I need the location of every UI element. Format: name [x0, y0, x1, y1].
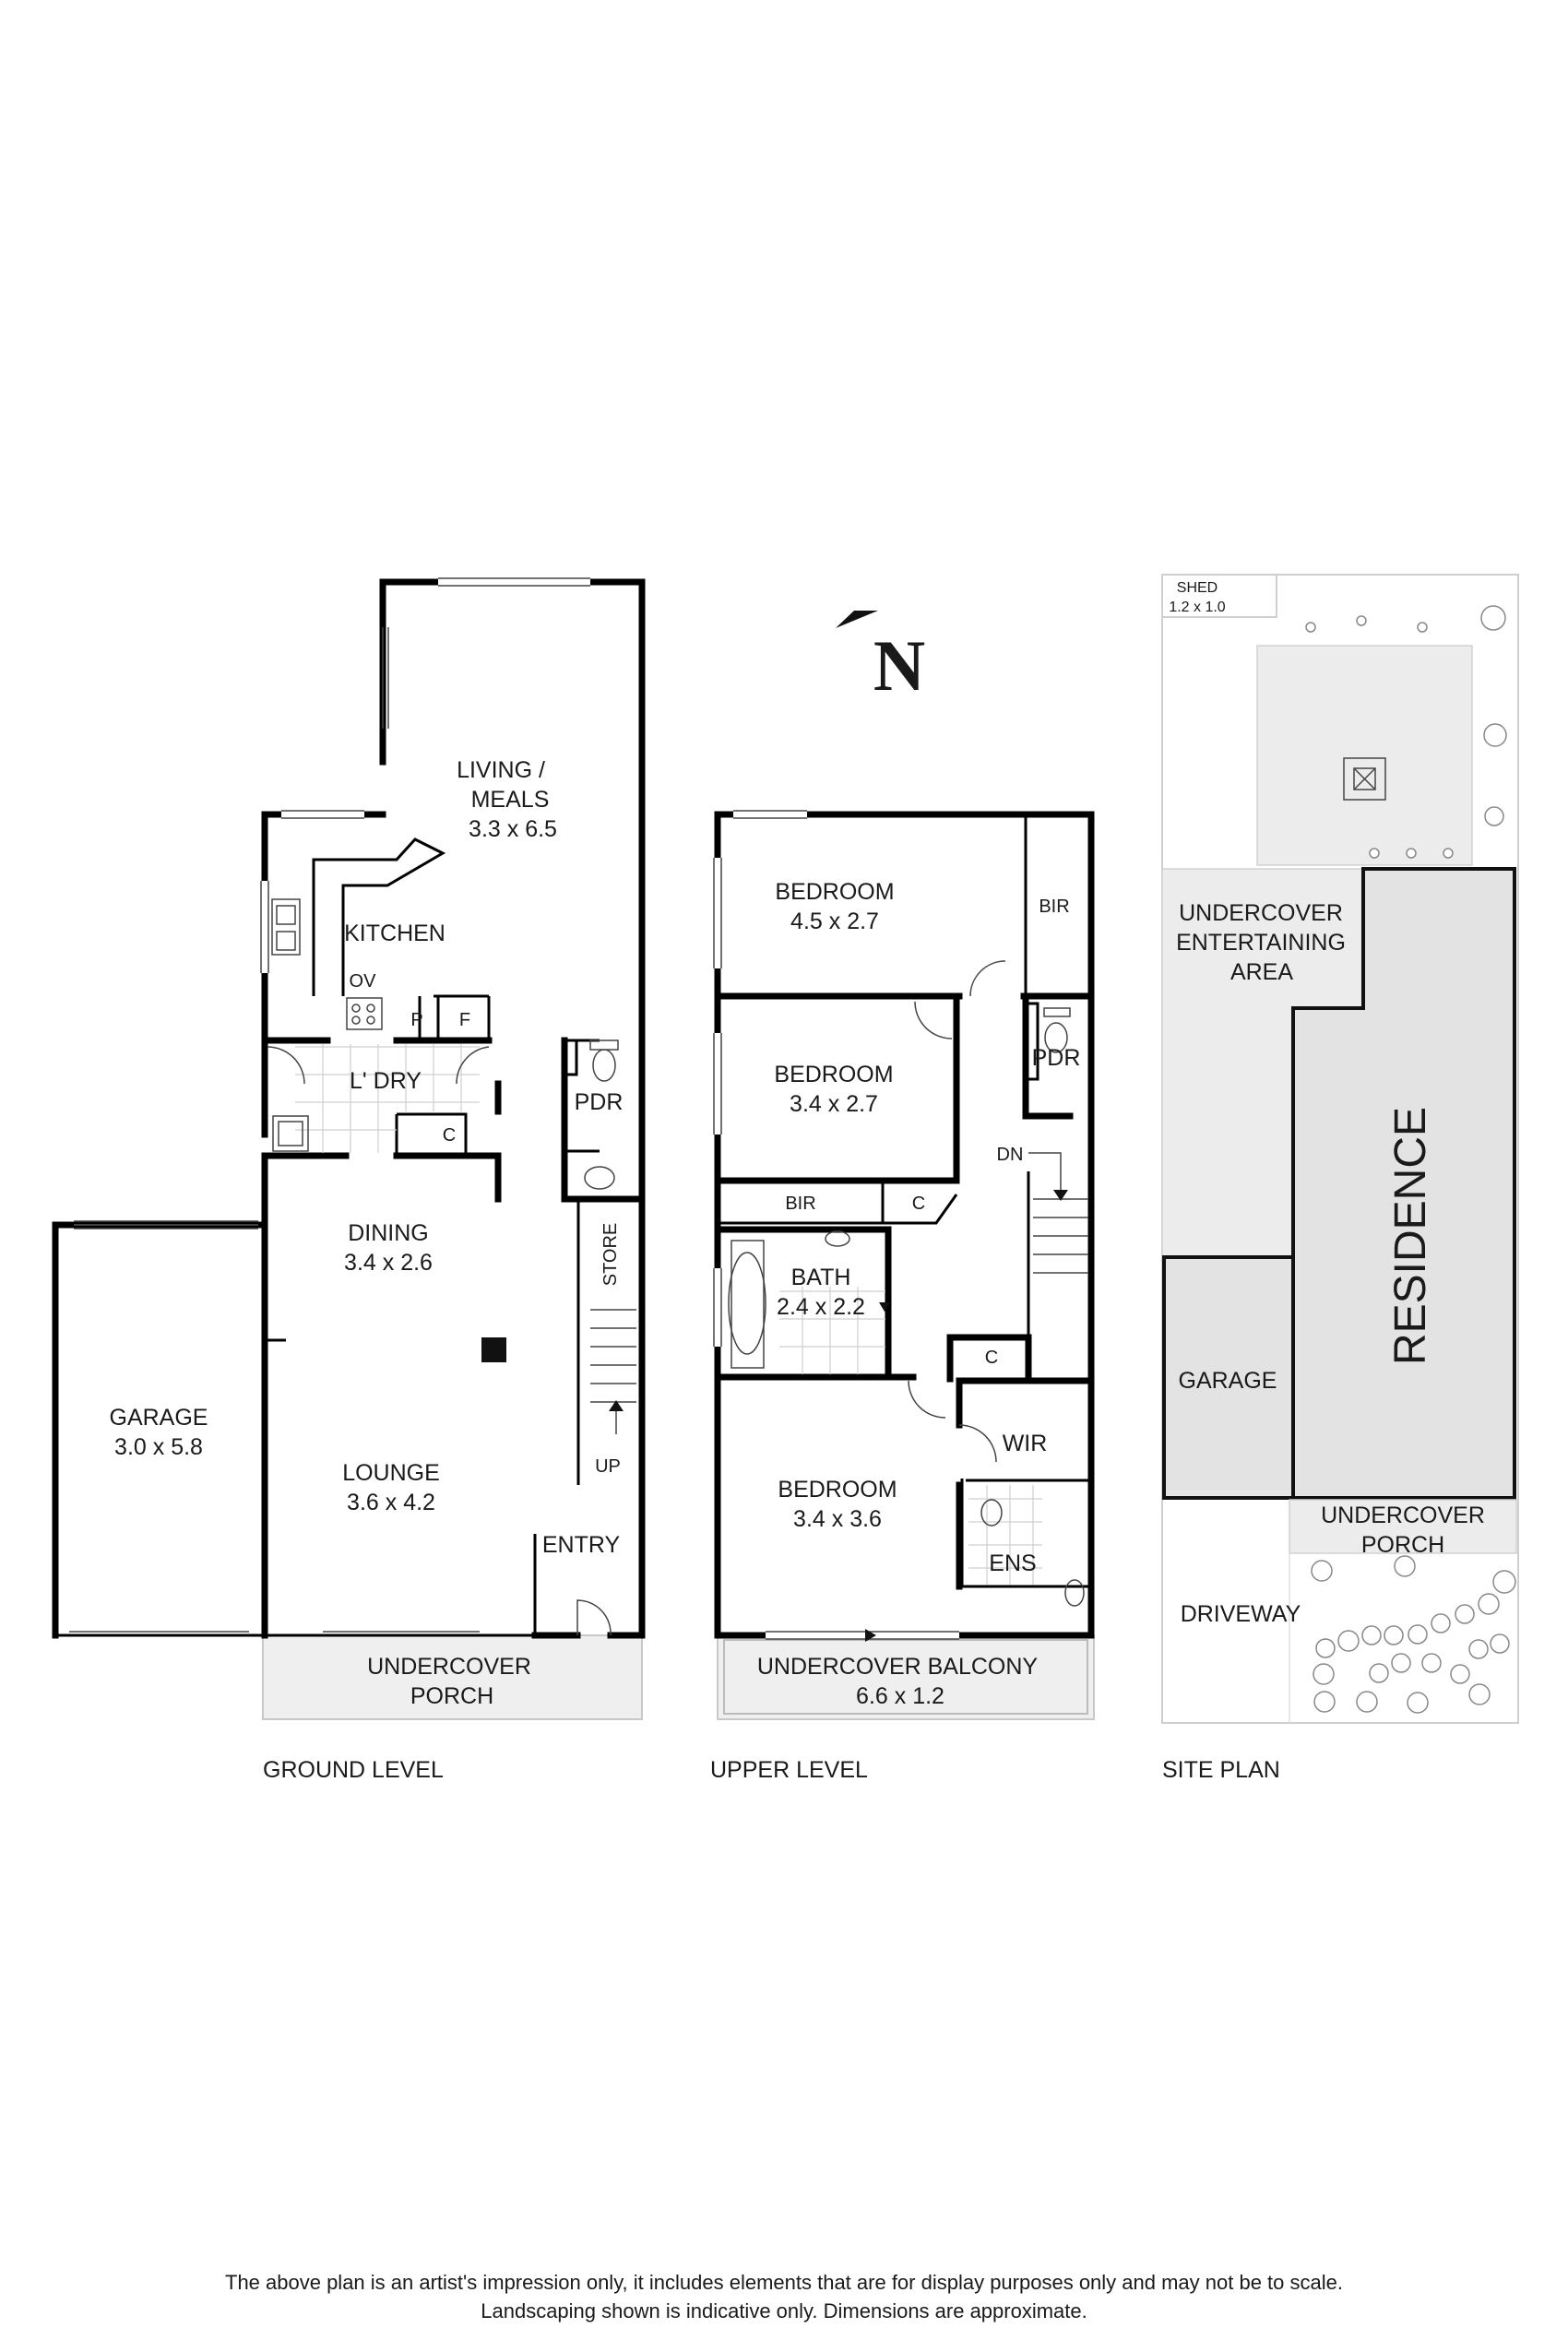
living-name-line1: LIVING /: [457, 757, 545, 783]
kitchen-bench: [312, 837, 446, 996]
ground-stairs: [576, 1199, 644, 1485]
site-porch-line1: UNDERCOVER: [1321, 1503, 1485, 1528]
site-garage: [1162, 1255, 1295, 1500]
landscaping-plants: [1305, 605, 1516, 1714]
entertaining-line3: AREA: [1230, 959, 1293, 985]
fridge-label: F: [459, 1010, 470, 1030]
north-letter: N: [873, 625, 925, 706]
site-plan-caption: SITE PLAN: [1162, 1757, 1280, 1783]
pantry-label: P: [410, 1010, 422, 1030]
bedroom2-robe: BIR: [785, 1194, 815, 1214]
stairs-down-label: DN: [997, 1145, 1024, 1165]
bedroom1-size: 4.5 x 2.7: [790, 909, 879, 934]
ground-porch-line2: PORCH: [410, 1683, 493, 1709]
north-arrow-icon: N: [836, 611, 925, 706]
upper-level-caption: UPPER LEVEL: [710, 1757, 868, 1783]
ensuite-name: ENS: [989, 1550, 1036, 1576]
laundry-name: L' DRY: [350, 1068, 422, 1094]
bedroom3-name: BEDROOM: [778, 1477, 897, 1503]
ground-pdr-name: PDR: [575, 1089, 624, 1115]
lounge-size: 3.6 x 4.2: [347, 1490, 435, 1515]
rear-paving: [1256, 645, 1473, 866]
bedroom1-name: BEDROOM: [775, 879, 894, 905]
upper-outer-walls: [714, 811, 1095, 1639]
living-size: 3.3 x 6.5: [469, 816, 557, 842]
ground-pdr-walls: [561, 1037, 646, 1203]
site-plan: SHED 1.2 x 1.0: [1161, 574, 1519, 1783]
garage-name: GARAGE: [110, 1405, 208, 1431]
site-garage-name: GARAGE: [1179, 1368, 1277, 1394]
ground-porch-line1: UNDERCOVER: [367, 1654, 531, 1680]
ground-level-caption: GROUND LEVEL: [263, 1757, 444, 1783]
ground-outer-walls: [261, 578, 646, 1639]
kitchen-name: KITCHEN: [344, 921, 445, 946]
bedroom2-cupboard: C: [912, 1194, 925, 1214]
dining-size: 3.4 x 2.6: [344, 1250, 433, 1276]
shed: [1161, 574, 1277, 618]
column-post: [481, 1337, 506, 1362]
garage-size: 3.0 x 5.8: [114, 1434, 203, 1460]
bedroom1-robe: BIR: [1039, 897, 1069, 917]
store-name: STORE: [600, 1223, 621, 1287]
disclaimer-line1: The above plan is an artist's impression…: [225, 2271, 1343, 2294]
laundry-tile-grid: [272, 1044, 480, 1153]
shed-name: SHED: [1177, 580, 1218, 596]
disclaimer-line2: Landscaping shown is indicative only. Di…: [481, 2299, 1087, 2322]
balcony-size: 6.6 x 1.2: [856, 1683, 944, 1709]
ground-level-plan: LIVING / MEALS 3.3 x 6.5 KITCHEN OV P F …: [52, 577, 646, 1783]
stairs-up-label: UP: [595, 1456, 621, 1477]
bath-size: 2.4 x 2.2: [777, 1294, 865, 1320]
living-name-line2: MEALS: [471, 787, 550, 813]
entertaining-line1: UNDERCOVER: [1179, 900, 1343, 926]
laundry-cupboard-label: C: [443, 1125, 456, 1146]
driveway-name: DRIVEWAY: [1181, 1601, 1301, 1627]
upper-pdr-name: PDR: [1032, 1045, 1081, 1071]
bedroom2-name: BEDROOM: [774, 1062, 893, 1087]
site-porch-line2: PORCH: [1361, 1532, 1444, 1558]
oven-label: OV: [350, 971, 377, 992]
balcony-area: [717, 1634, 1095, 1720]
entertaining-line2: ENTERTAINING: [1176, 930, 1346, 956]
balcony-name: UNDERCOVER BALCONY: [757, 1654, 1039, 1680]
ground-porch-area: [262, 1634, 643, 1720]
bedroom2-size: 3.4 x 2.7: [790, 1091, 878, 1117]
shed-size: 1.2 x 1.0: [1169, 600, 1225, 615]
wir-name: WIR: [1003, 1431, 1048, 1456]
laundry-walls: [261, 1037, 502, 1203]
lounge-name: LOUNGE: [342, 1460, 440, 1486]
residence-name: RESIDENCE: [1386, 1107, 1435, 1365]
bath-name: BATH: [791, 1265, 851, 1290]
linen-cupboard-label: C: [985, 1348, 998, 1368]
entry-name: ENTRY: [542, 1532, 621, 1558]
site-porch: [1289, 1499, 1517, 1554]
dining-name: DINING: [348, 1220, 429, 1246]
upper-level-plan: BEDROOM 4.5 x 2.7 BIR BEDROOM 3.4 x 2.7 …: [710, 810, 1095, 1783]
bedroom3-size: 3.4 x 3.6: [793, 1506, 882, 1532]
